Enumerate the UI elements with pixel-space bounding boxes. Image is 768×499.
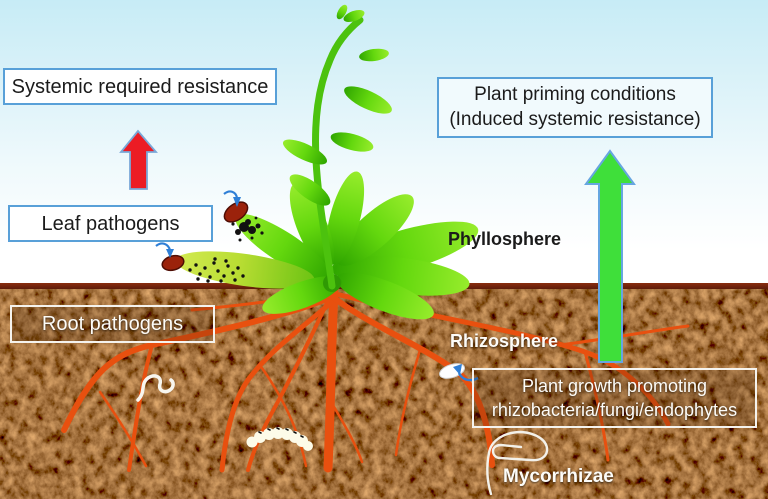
green-up-arrow-icon <box>584 149 636 363</box>
rhizosphere-label: Rhizosphere <box>450 331 559 351</box>
plant-stem-graphic <box>282 4 392 290</box>
pgpr-line1: Plant growth promoting <box>521 375 708 396</box>
leaf-pathogens-label: Leaf pathogens <box>41 212 180 235</box>
blue-pointer-arrowheads <box>166 197 241 258</box>
red-up-arrow-icon <box>119 129 158 190</box>
blue-pointer-arrowhead <box>453 364 462 375</box>
systemic-resistance-label: Systemic required resistance <box>11 75 269 98</box>
root-pathogens-box: Root pathogens <box>10 305 215 343</box>
plant-priming-line2: (Induced systemic resistance) <box>449 108 701 130</box>
phyllosphere-label: Phyllosphere <box>448 229 562 249</box>
caterpillar-graphic <box>246 427 313 451</box>
worm-graphic <box>136 374 175 402</box>
mycorrhiza-sketch-graphic <box>486 430 549 496</box>
plant-rosette-graphic <box>175 171 479 320</box>
pgpr-box: Plant growth promoting rhizobacteria/fun… <box>472 368 757 428</box>
leaf-pathogens-box: Leaf pathogens <box>8 205 213 242</box>
leaf-lesion-graphic <box>161 201 264 283</box>
pgpr-line2: rhizobacteria/fungi/endophytes <box>491 400 738 420</box>
plant-priming-box: Plant priming conditions (Induced system… <box>437 77 713 138</box>
blue-pointer-arrow-icon <box>155 190 239 251</box>
plant-priming-line1: Plant priming conditions <box>474 83 676 105</box>
mycorrhizae-label: Mycorrhizae <box>503 466 614 487</box>
systemic-resistance-box: Systemic required resistance <box>3 68 277 105</box>
root-pathogens-label: Root pathogens <box>41 312 184 335</box>
